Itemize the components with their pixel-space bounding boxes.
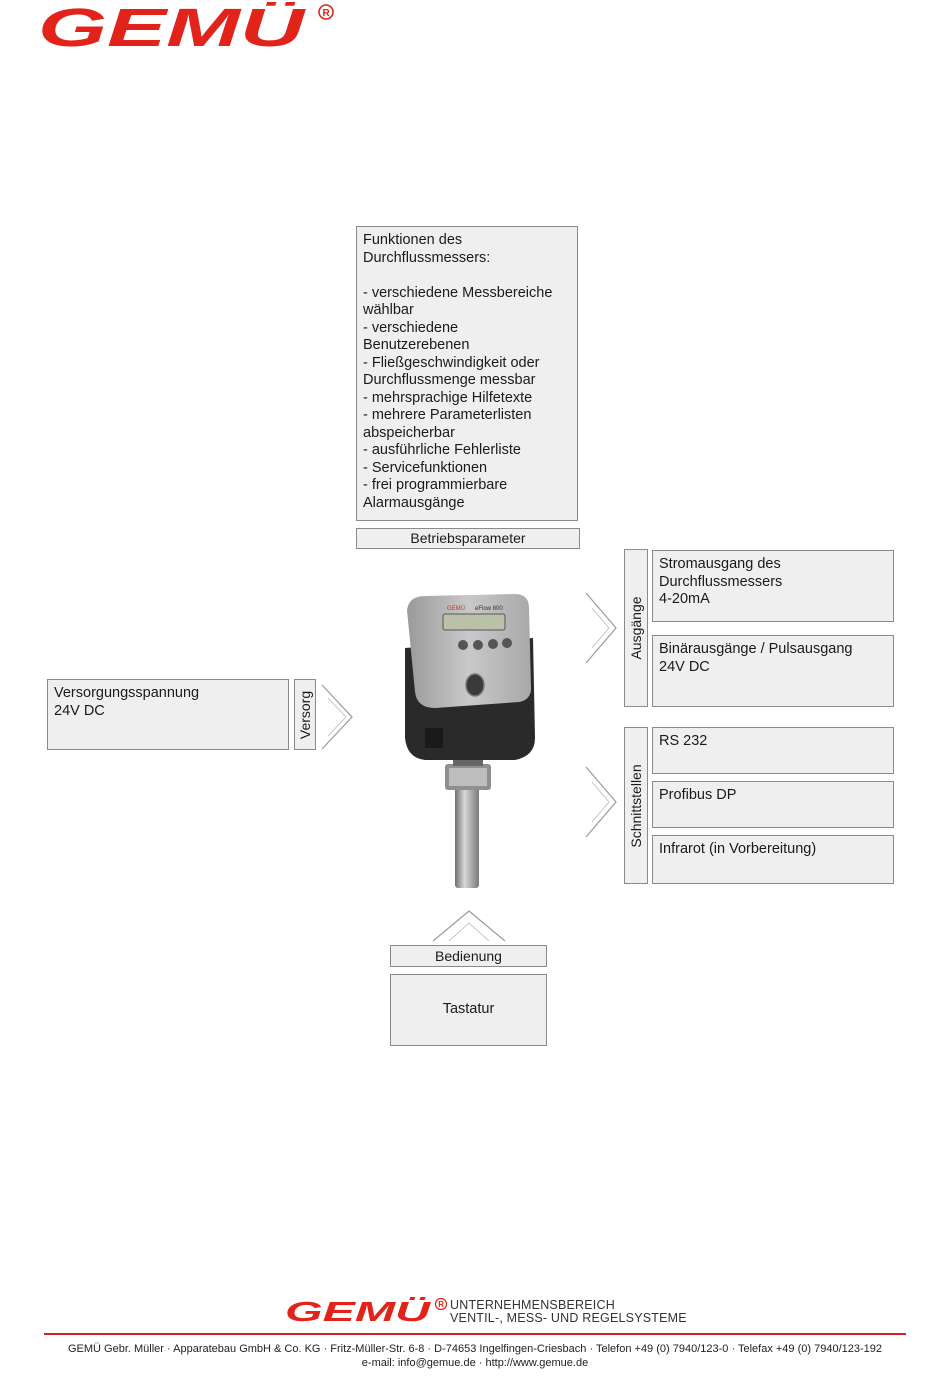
operation-text: Tastatur: [442, 1001, 495, 1018]
operation-arrow-icon: [432, 910, 506, 942]
footer-gemue-logo: GEMÜ R: [285, 1296, 448, 1326]
supply-arrow-icon: [321, 684, 353, 750]
versorg-label: Versorg: [294, 679, 316, 750]
bedienung-label: Bedienung: [390, 945, 547, 967]
interface-profibus-text: Profibus DP: [659, 787, 737, 803]
interface-infrared-text: Infrarot (in Vorbereitung): [659, 841, 817, 857]
interface-rs232-text: RS 232: [659, 733, 708, 749]
interface-profibus-box: Profibus DP: [652, 781, 894, 828]
registered-mark-icon: [318, 4, 334, 20]
interface-infrared-box: Infrarot (in Vorbereitung): [652, 835, 894, 884]
gemue-logo: GEMÜ R: [38, 2, 334, 54]
footer-division-line2: VENTIL-, MESS- UND REGELSYSTEME: [450, 1311, 687, 1325]
interfaces-arrow-icon: [585, 766, 617, 838]
device-brand-label: GEMÜ: [447, 605, 465, 612]
interface-rs232-box: RS 232: [652, 727, 894, 774]
footer-address: GEMÜ Gebr. Müller · Apparatebau GmbH & C…: [68, 1343, 882, 1355]
footer-registered-icon: [434, 1297, 448, 1311]
operation-box: Tastatur: [390, 974, 547, 1046]
output-current-box: Stromausgang des Durchflussmessers 4-20m…: [652, 550, 894, 622]
versorg-label-text: Versorg: [297, 690, 313, 739]
output-binary-box: Binärausgänge / Pulsausgang 24V DC: [652, 635, 894, 707]
device-model-label: eFlow 800: [475, 606, 503, 612]
schnittstellen-label-text: Schnittstellen: [628, 763, 644, 848]
outputs-arrow-icon: [585, 592, 617, 664]
device-button-left-icon: [458, 640, 468, 650]
device-button-up-icon: [488, 639, 498, 649]
ausgaenge-label-text: Ausgänge: [628, 596, 644, 660]
device-button-down-icon: [502, 638, 512, 648]
ausgaenge-label: Ausgänge: [624, 549, 648, 707]
footer-contact: e-mail: info@gemue.de · http://www.gemue…: [361, 1357, 589, 1369]
device-button-enter-icon: [473, 640, 483, 650]
svg-text:R: R: [323, 8, 331, 19]
schnittstellen-label: Schnittstellen: [624, 727, 648, 884]
supply-box: Versorgungsspannung 24V DC: [47, 679, 289, 750]
functions-box: Funktionen des Durchflussmessers: - vers…: [356, 226, 578, 521]
supply-text: Versorgungsspannung 24V DC: [54, 685, 200, 719]
flowmeter-device-illustration: GEMÜ eFlow 800: [405, 594, 535, 888]
device-indicator-icon: [465, 673, 485, 697]
svg-text:R: R: [438, 1300, 444, 1309]
gemue-logo-text: GEMÜ: [38, 2, 307, 54]
functions-text: Funktionen des Durchflussmessers: - vers…: [363, 232, 553, 511]
betriebsparameter-label: Betriebsparameter: [356, 528, 580, 549]
footer-divider: [44, 1333, 906, 1335]
footer-division-line1: UNTERNEHMENSBEREICH: [450, 1298, 615, 1312]
output-binary-text: Binärausgänge / Pulsausgang 24V DC: [659, 641, 853, 675]
output-current-text: Stromausgang des Durchflussmessers 4-20m…: [659, 556, 783, 607]
footer-logo-text: GEMÜ: [285, 1296, 431, 1326]
